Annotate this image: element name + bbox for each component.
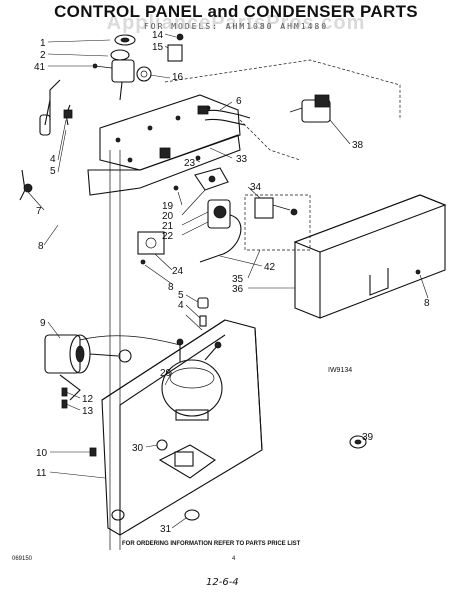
callout-9: 9 [40,318,46,329]
callout-31: 31 [160,524,172,535]
callout-8-b: 8 [424,298,430,309]
start-relay [137,231,165,265]
callout-42: 42 [264,262,276,273]
valve-assembly [92,33,184,101]
callout-15: 15 [152,42,164,53]
page-title: CONTROL PANEL and CONDENSER PARTS [54,2,418,21]
callout-8-a: 8 [38,241,44,252]
callout-35: 35 [232,274,244,285]
overload-relay [244,194,311,251]
callout-20: 20 [162,211,174,222]
callout-21: 21 [162,221,174,232]
callout-10: 10 [36,448,48,459]
screw-10 [89,447,97,457]
capacitor-38 [164,59,401,161]
terminal-cover [293,194,447,319]
callout-4-b: 4 [178,300,184,311]
bolt-assembly [197,297,209,327]
page-number: 4 [232,556,236,562]
callout-labels: 1 2 41 14 15 16 6 38 4 5 33 23 7 19 20 2… [34,30,430,535]
callout-1: 1 [40,38,46,49]
thermostat [173,155,242,263]
callout-8-c: 8 [168,282,174,293]
callout-14: 14 [152,30,164,41]
leader-lines [27,33,429,529]
callout-12: 12 [82,394,94,405]
fan-motor [44,334,181,374]
callout-5-b: 5 [178,290,184,301]
compressor [161,338,223,421]
ordering-note: FOR ORDERING INFORMATION REFER TO PARTS … [122,541,301,547]
callout-36: 36 [232,284,244,295]
wiring-harness [197,105,251,126]
callout-22: 22 [162,231,174,242]
foot-31 [111,509,200,521]
watermark: AppliancePartsPros.com [106,12,366,34]
handwritten-note: 12-6-4 [206,577,239,588]
callout-5: 5 [50,166,56,177]
model-line: FOR MODELS: AHM1080 AHM1480 [143,22,329,31]
callout-23: 23 [184,158,196,169]
callout-30: 30 [132,443,144,454]
callout-6: 6 [236,96,242,107]
callout-2: 2 [40,50,46,61]
screw-7 [19,169,33,201]
control-bracket [87,94,241,550]
callout-34: 34 [250,182,262,193]
base-frame [101,319,263,536]
relay-mount [59,374,81,409]
callout-38: 38 [352,140,364,151]
callout-19: 19 [162,201,174,212]
footer-left-code: 069150 [12,556,33,562]
callout-29: 29 [160,368,172,379]
callout-33: 33 [236,154,248,165]
callout-4: 4 [50,154,56,165]
callout-16: 16 [172,72,184,83]
callout-41: 41 [34,62,46,73]
callout-7: 7 [36,206,42,217]
nut-30 [156,439,168,451]
callout-11: 11 [36,468,47,479]
callout-13: 13 [82,406,94,417]
figure-code: IW9134 [328,367,352,374]
wire-terminal [39,79,73,136]
callout-39: 39 [362,432,374,443]
callout-24: 24 [172,266,184,277]
